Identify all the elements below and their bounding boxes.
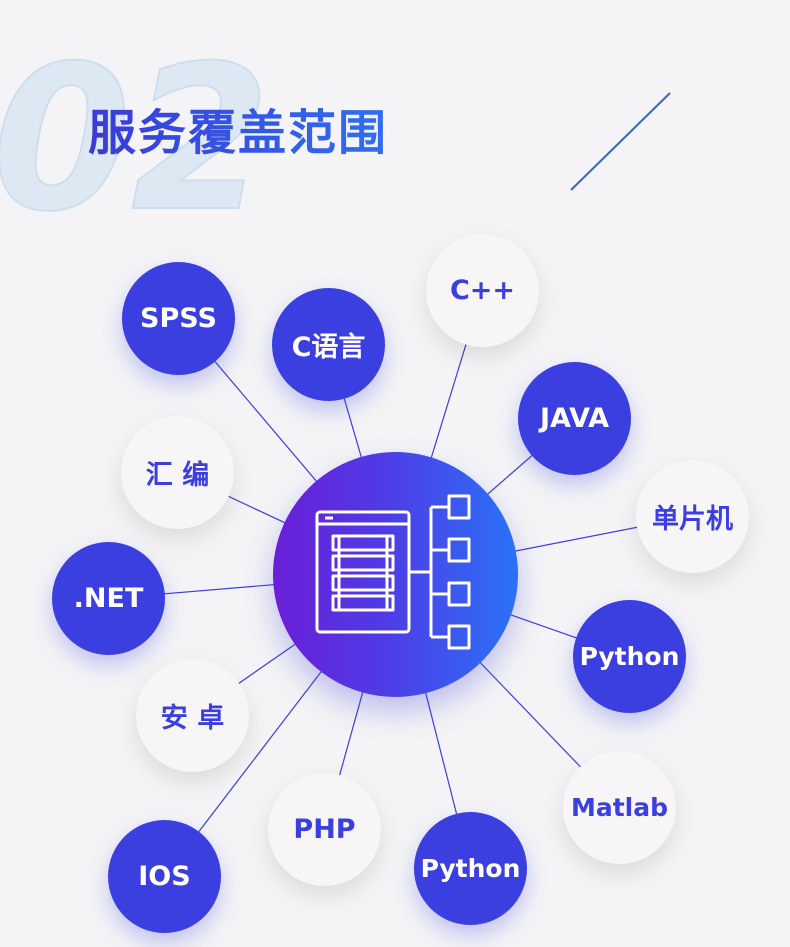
node-assembly: 汇 编 bbox=[121, 416, 234, 529]
node-label: .NET bbox=[73, 583, 144, 614]
section-title: 服务覆盖范围 bbox=[88, 93, 388, 163]
node-label: IOS bbox=[138, 861, 191, 892]
node-dotnet: .NET bbox=[52, 542, 165, 655]
node-python-2: Python bbox=[414, 812, 527, 925]
node-label: Python bbox=[579, 642, 680, 671]
node-spss: SPSS bbox=[122, 262, 235, 375]
hub-node bbox=[273, 452, 518, 697]
section-number-watermark: 02 bbox=[0, 38, 271, 228]
node-label: 单片机 bbox=[652, 504, 733, 535]
node-android: 安 卓 bbox=[136, 659, 249, 772]
node-mcu: 单片机 bbox=[636, 460, 749, 573]
node-ios: IOS bbox=[108, 820, 221, 933]
node-label: Matlab bbox=[570, 793, 669, 822]
node-label: C++ bbox=[449, 275, 516, 306]
node-label: C语言 bbox=[291, 332, 366, 363]
node-label: 安 卓 bbox=[160, 703, 225, 734]
node-label: 汇 编 bbox=[145, 460, 210, 491]
node-label: JAVA bbox=[539, 403, 610, 434]
node-python-1: Python bbox=[573, 600, 686, 713]
node-cpp: C++ bbox=[426, 234, 539, 347]
database-sitemap-icon bbox=[315, 494, 471, 650]
node-c-lang: C语言 bbox=[272, 288, 385, 401]
node-matlab: Matlab bbox=[563, 751, 676, 864]
node-label: SPSS bbox=[140, 303, 217, 334]
node-label: Python bbox=[420, 854, 521, 883]
node-php: PHP bbox=[268, 773, 381, 886]
node-java: JAVA bbox=[518, 362, 631, 475]
node-label: PHP bbox=[293, 814, 356, 845]
watermark-text: 02 bbox=[0, 38, 270, 228]
